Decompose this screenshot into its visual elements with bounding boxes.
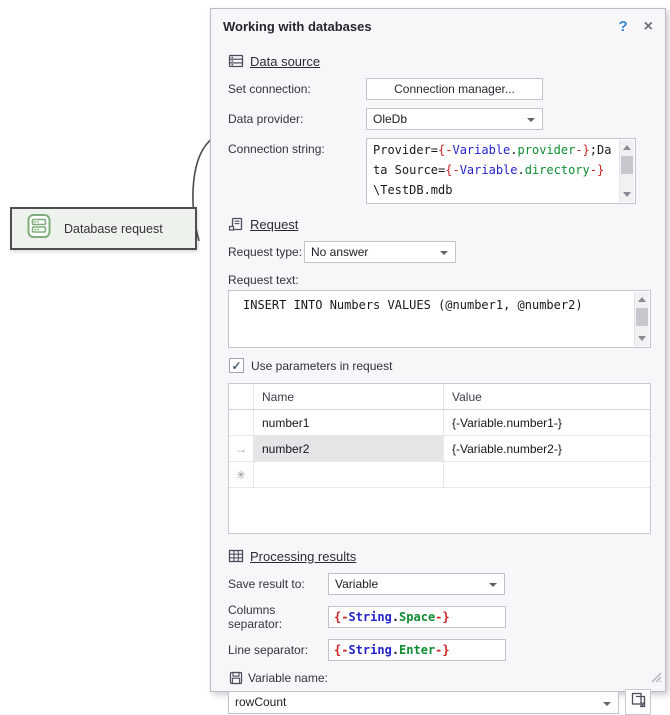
- table-new-row[interactable]: ✳: [229, 462, 650, 488]
- row-selector[interactable]: [229, 410, 254, 435]
- request-text-scrollbar[interactable]: [634, 292, 649, 346]
- section-title-processing-results[interactable]: Processing results: [250, 548, 357, 564]
- scroll-down-icon[interactable]: [623, 192, 631, 197]
- param-value-cell[interactable]: {-Variable.number1-}: [452, 415, 562, 430]
- request-text-input[interactable]: INSERT INTO Numbers VALUES (@number1, @n…: [228, 290, 651, 348]
- section-title-request[interactable]: Request: [250, 216, 299, 232]
- variable-name-value: rowCount: [235, 695, 287, 709]
- param-value-cell[interactable]: [444, 462, 650, 487]
- param-name-cell[interactable]: [254, 462, 444, 487]
- section-request[interactable]: Request: [228, 216, 651, 232]
- scrollbar-thumb[interactable]: [636, 308, 648, 326]
- request-type-label: Request type:: [228, 245, 303, 259]
- help-icon[interactable]: ?: [618, 18, 628, 35]
- scroll-down-icon[interactable]: [638, 336, 646, 341]
- chevron-down-icon: [489, 583, 497, 587]
- variable-name-select[interactable]: rowCount: [228, 690, 619, 714]
- node-label: Database request: [64, 221, 163, 236]
- chevron-down-icon: [603, 701, 611, 706]
- columns-separator-label: Columns separator:: [228, 603, 283, 631]
- parameters-table: Name Value number1 {-Variable.number1-} …: [228, 383, 651, 534]
- connection-string-scrollbar[interactable]: [619, 140, 634, 202]
- connection-string-label: Connection string:: [228, 142, 325, 156]
- copy-variable-button[interactable]: [625, 689, 651, 715]
- scroll-up-icon[interactable]: [638, 297, 646, 302]
- use-parameters-label: Use parameters in request: [251, 358, 393, 373]
- use-parameters-checkbox[interactable]: ✓: [229, 358, 244, 373]
- data-provider-select[interactable]: OleDb: [366, 108, 543, 130]
- line-separator-label: Line separator:: [228, 643, 309, 657]
- connection-string-value: Provider={-Variable.provider-};Data Sour…: [373, 143, 612, 197]
- copy-icon: [631, 692, 646, 713]
- connection-manager-button[interactable]: Connection manager...: [366, 78, 543, 100]
- table-row[interactable]: number1 {-Variable.number1-}: [229, 410, 650, 436]
- connection-string-input[interactable]: Provider={-Variable.provider-};Data Sour…: [366, 138, 636, 204]
- save-result-select[interactable]: Variable: [328, 573, 505, 595]
- database-icon: [27, 213, 51, 244]
- param-name-cell[interactable]: number1: [254, 410, 444, 435]
- request-type-select[interactable]: No answer: [304, 241, 456, 263]
- column-header-value[interactable]: Value: [452, 389, 482, 404]
- param-value-cell[interactable]: {-Variable.number2-}: [452, 441, 562, 456]
- data-source-icon: [228, 53, 244, 69]
- request-type-value: No answer: [311, 245, 369, 259]
- save-floppy-icon: [229, 671, 243, 685]
- section-processing-results[interactable]: Processing results: [228, 548, 651, 564]
- request-icon: [228, 216, 244, 232]
- scroll-up-icon[interactable]: [623, 145, 631, 150]
- save-result-value: Variable: [335, 577, 379, 591]
- chevron-down-icon: [527, 118, 535, 122]
- data-provider-label: Data provider:: [228, 112, 304, 126]
- request-text-value: INSERT INTO Numbers VALUES (@number1, @n…: [243, 298, 583, 312]
- section-data-source[interactable]: Data source: [228, 53, 651, 69]
- column-header-name[interactable]: Name: [254, 384, 444, 409]
- table-grid-icon: [228, 548, 244, 564]
- resize-grip[interactable]: [649, 670, 662, 688]
- close-icon[interactable]: ×: [643, 17, 653, 35]
- set-connection-label: Set connection:: [228, 82, 311, 96]
- line-separator-input[interactable]: {-String.Enter-}: [328, 639, 506, 661]
- new-row-asterisk-icon[interactable]: ✳: [229, 462, 254, 487]
- dialog-titlebar[interactable]: Working with databases ? ×: [211, 9, 665, 41]
- save-result-label: Save result to:: [228, 577, 305, 591]
- dialog-title: Working with databases: [223, 19, 372, 34]
- database-request-node[interactable]: Database request: [10, 207, 197, 250]
- data-provider-value: OleDb: [373, 112, 408, 126]
- current-row-arrow-icon[interactable]: →: [229, 436, 254, 461]
- scrollbar-thumb[interactable]: [621, 156, 633, 174]
- table-row[interactable]: → number2 {-Variable.number2-}: [229, 436, 650, 462]
- row-selector-header: [229, 384, 254, 409]
- chevron-down-icon: [440, 251, 448, 255]
- table-header-row: Name Value: [229, 384, 650, 410]
- request-text-label: Request text:: [228, 273, 299, 287]
- variable-name-label: Variable name:: [248, 671, 328, 685]
- columns-separator-input[interactable]: {-String.Space-}: [328, 606, 506, 628]
- working-with-databases-dialog: Working with databases ? × Data source S…: [210, 8, 666, 715]
- section-title-data-source[interactable]: Data source: [250, 53, 321, 69]
- param-name-cell[interactable]: number2: [254, 436, 444, 461]
